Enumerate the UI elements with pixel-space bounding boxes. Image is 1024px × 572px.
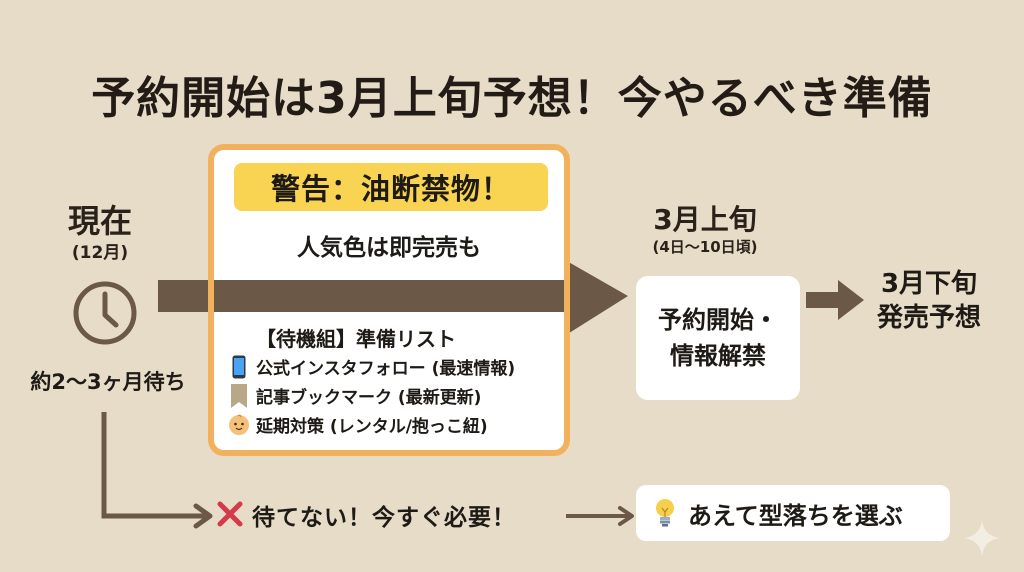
urgent-need-label: 待てない！今すぐ必要！ (252, 505, 516, 531)
list-item: 記事ブックマーク (最新更新) (228, 381, 568, 410)
clock-icon (73, 281, 137, 345)
release-forecast: 発売予想 (876, 302, 981, 333)
list-item-text: 公式インスタフォロー (最速情報) (256, 359, 516, 379)
warning-badge: 警告：油断禁物！ (234, 163, 548, 211)
current-month: (12月) (71, 243, 129, 263)
list-item: 公式インスタフォロー (最速情報) (228, 352, 568, 381)
cross-mark-icon (217, 501, 243, 527)
late-march-label: 3月下旬 (880, 269, 978, 299)
arrow-right-icon (566, 506, 634, 526)
current-label: 現在 (67, 202, 132, 240)
branch-arrow (101, 412, 213, 529)
smartphone-icon (228, 355, 250, 379)
late-march-block: 3月下旬 発売予想 (864, 268, 994, 336)
reservation-start-line2: 情報解禁 (670, 342, 766, 370)
reservation-start-line1: 予約開始・ (658, 306, 778, 334)
list-item-text: 記事ブックマーク (最新更新) (256, 388, 482, 408)
sparkle-icon (964, 520, 1000, 556)
warning-subtitle: 人気色は即完売も (297, 235, 481, 261)
light-bulb-icon (656, 499, 674, 527)
arrow-right-icon (806, 280, 864, 320)
reservation-start-box: 予約開始・ 情報解禁 (636, 276, 800, 400)
bookmark-icon (228, 383, 250, 408)
wait-duration: 約2〜3ヶ月待ち (30, 370, 186, 394)
page-title: 予約開始は3月上旬予想！今やるべき準備 (91, 73, 933, 124)
tip-box: あえて型落ちを選ぶ (636, 485, 950, 541)
early-march-range: (4日〜10日頃) (652, 238, 758, 256)
list-item-text: 延期対策 (レンタル/抱っこ紐) (256, 417, 488, 437)
baby-face-icon (228, 413, 250, 437)
tip-text: あえて型落ちを選ぶ (688, 501, 903, 530)
list-item: 延期対策 (レンタル/抱っこ紐) (228, 410, 568, 439)
early-march-label: 3月上旬 (653, 203, 757, 236)
checklist: 公式インスタフォロー (最速情報) 記事ブックマーク (最新更新) 延期対策 (… (228, 352, 568, 439)
checklist-title: 【待機組】準備リスト (256, 327, 456, 351)
timeline-arrow-overlay (214, 280, 564, 312)
